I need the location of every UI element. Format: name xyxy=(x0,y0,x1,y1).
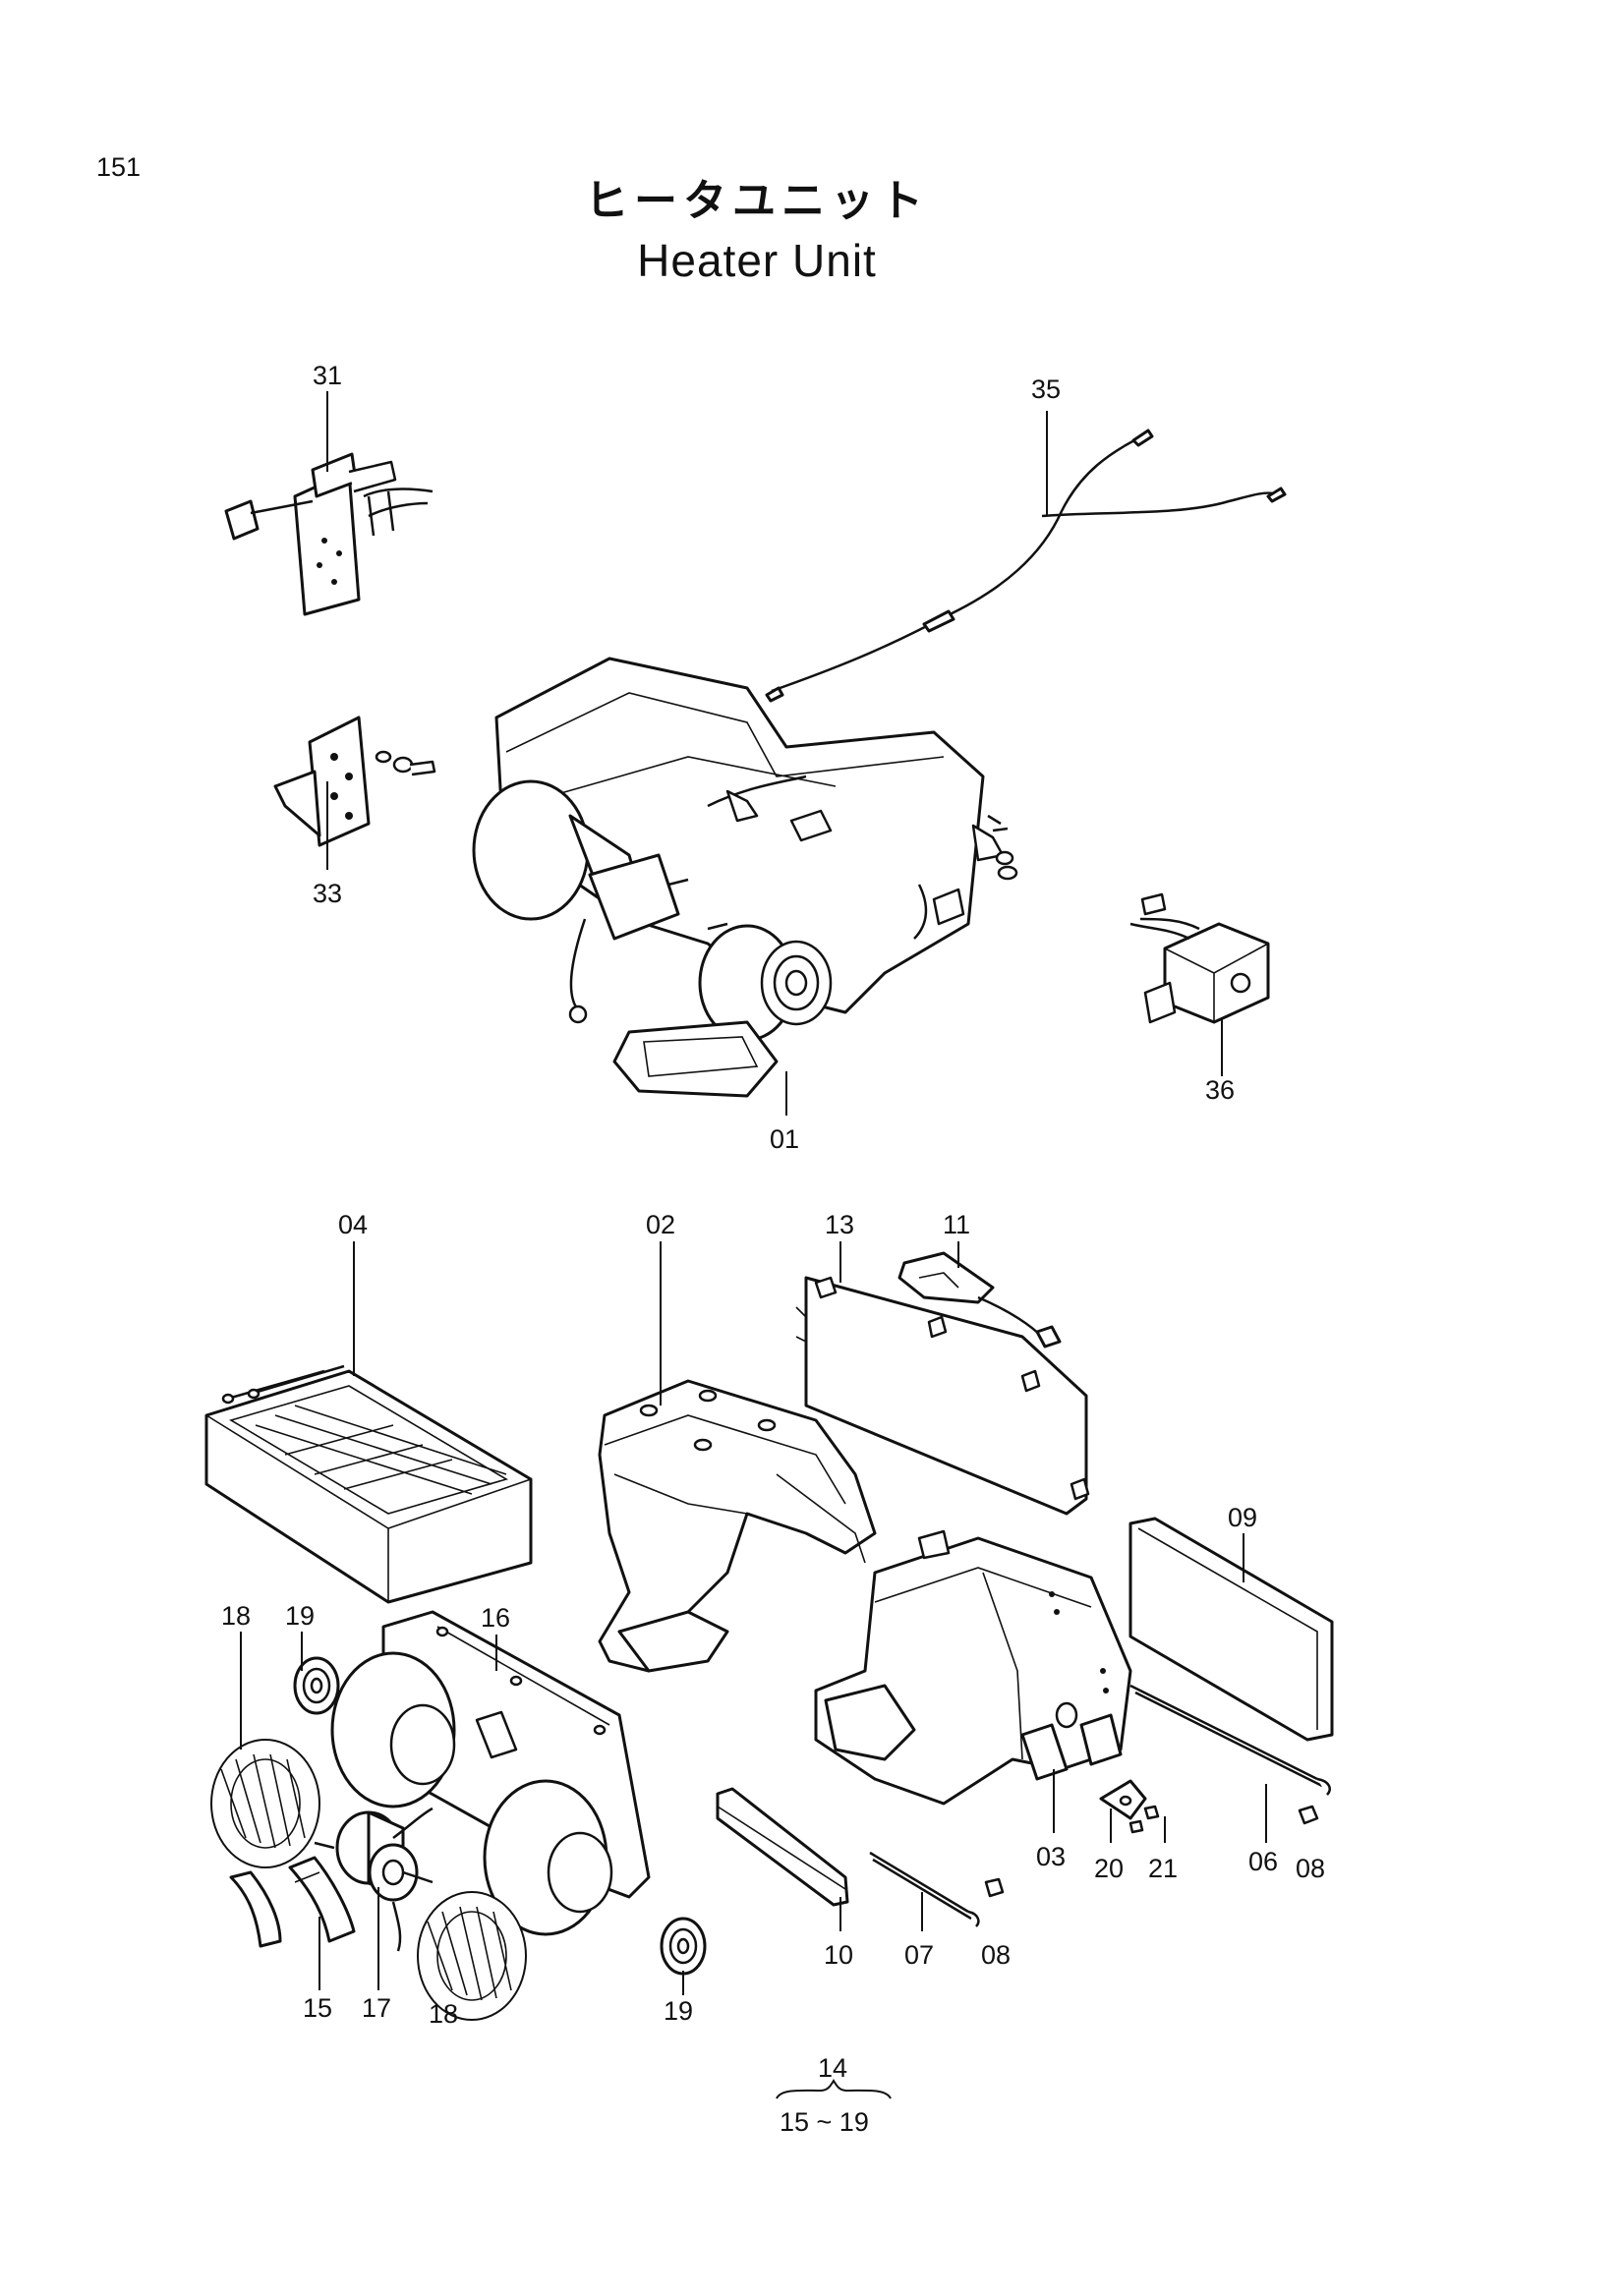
part-02-duct-case xyxy=(598,1379,877,1673)
callout-18-top: 18 xyxy=(221,1601,251,1631)
callout-11: 11 xyxy=(943,1210,970,1239)
callout-19-bottom: 19 xyxy=(664,1996,693,2026)
callout-02: 02 xyxy=(646,1210,675,1239)
group-note-range: 15 ~ 19 xyxy=(780,2107,869,2137)
page-title-japanese: ヒータユニット xyxy=(585,176,929,226)
group-note-brace xyxy=(776,2079,892,2099)
part-17-motor xyxy=(314,1807,434,1952)
callout-18-bottom: 18 xyxy=(429,1999,458,2029)
part-33-mount-bracket xyxy=(273,716,436,847)
callout-03: 03 xyxy=(1036,1842,1066,1871)
part-09-filter xyxy=(1128,1517,1334,1742)
part-01-heater-unit-assembly xyxy=(472,657,1018,1098)
part-13-plate xyxy=(795,1276,1090,1516)
callout-labels: 31 35 33 36 01 04 02 13 11 09 18 19 16 0… xyxy=(221,361,1325,2029)
part-21-clip xyxy=(1128,1805,1160,1834)
callout-04: 04 xyxy=(338,1210,368,1239)
part-10-seal-strip xyxy=(716,1787,849,1907)
callout-33: 33 xyxy=(313,879,342,908)
callout-15: 15 xyxy=(303,1993,332,2023)
callout-08-right: 08 xyxy=(1296,1854,1325,1883)
part-19-ring-bottom xyxy=(660,1917,707,1976)
callout-35: 35 xyxy=(1031,374,1061,404)
page-title-english: Heater Unit xyxy=(637,235,877,286)
part-15-clamp xyxy=(229,1856,356,1948)
callout-06: 06 xyxy=(1248,1847,1278,1876)
part-16-blower-housing xyxy=(330,1610,651,1936)
part-20-damper-lever xyxy=(1099,1779,1147,1820)
part-07-rod xyxy=(869,1851,980,1927)
part-06-rod xyxy=(1129,1684,1331,1796)
group-note: 14 15 ~ 19 xyxy=(776,2053,892,2137)
page-number: 151 xyxy=(96,152,142,182)
part-03-lower-case xyxy=(814,1529,1132,1806)
callout-01: 01 xyxy=(770,1124,799,1154)
callout-36: 36 xyxy=(1205,1075,1235,1105)
callout-13: 13 xyxy=(825,1210,854,1239)
part-35-wire-harness xyxy=(765,429,1287,703)
callout-08-bottom: 08 xyxy=(981,1940,1011,1970)
part-18-fan-left xyxy=(210,1739,320,1868)
part-19-ring-top xyxy=(293,1656,340,1715)
callout-19-top: 19 xyxy=(285,1601,315,1631)
part-04-heater-core xyxy=(204,1364,533,1604)
callout-17: 17 xyxy=(362,1993,391,2023)
callout-10: 10 xyxy=(824,1940,853,1970)
part-18-fan-right xyxy=(417,1891,527,2021)
callout-09: 09 xyxy=(1228,1503,1257,1532)
callout-20: 20 xyxy=(1094,1854,1124,1883)
part-31-valve-bracket xyxy=(224,452,434,616)
part-36-relay xyxy=(1129,892,1270,1024)
group-note-assembly: 14 xyxy=(818,2053,847,2083)
callout-16: 16 xyxy=(481,1603,510,1633)
callout-07: 07 xyxy=(904,1940,934,1970)
callout-21: 21 xyxy=(1148,1854,1178,1883)
part-08-cap xyxy=(984,1805,1319,1898)
part-11-switch xyxy=(897,1251,1062,1349)
leader-lines xyxy=(240,391,1267,1995)
callout-31: 31 xyxy=(313,361,342,390)
